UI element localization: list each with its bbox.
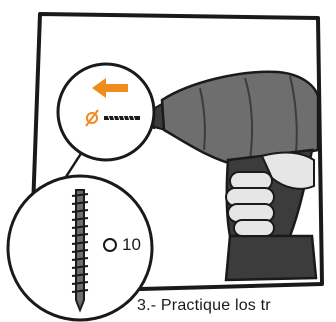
step-caption: 3.- Practique los tr bbox=[137, 297, 271, 314]
detail-circle-top bbox=[56, 62, 156, 162]
screw-top bbox=[104, 114, 140, 122]
drill bbox=[104, 70, 320, 282]
screw-bottom bbox=[71, 189, 89, 313]
caption-cut-line bbox=[150, 314, 300, 322]
prohibited-icon bbox=[85, 109, 99, 127]
arrow-left-icon bbox=[92, 78, 128, 98]
bit-size-label: 10 bbox=[122, 235, 141, 254]
circle-size-icon bbox=[103, 238, 117, 252]
